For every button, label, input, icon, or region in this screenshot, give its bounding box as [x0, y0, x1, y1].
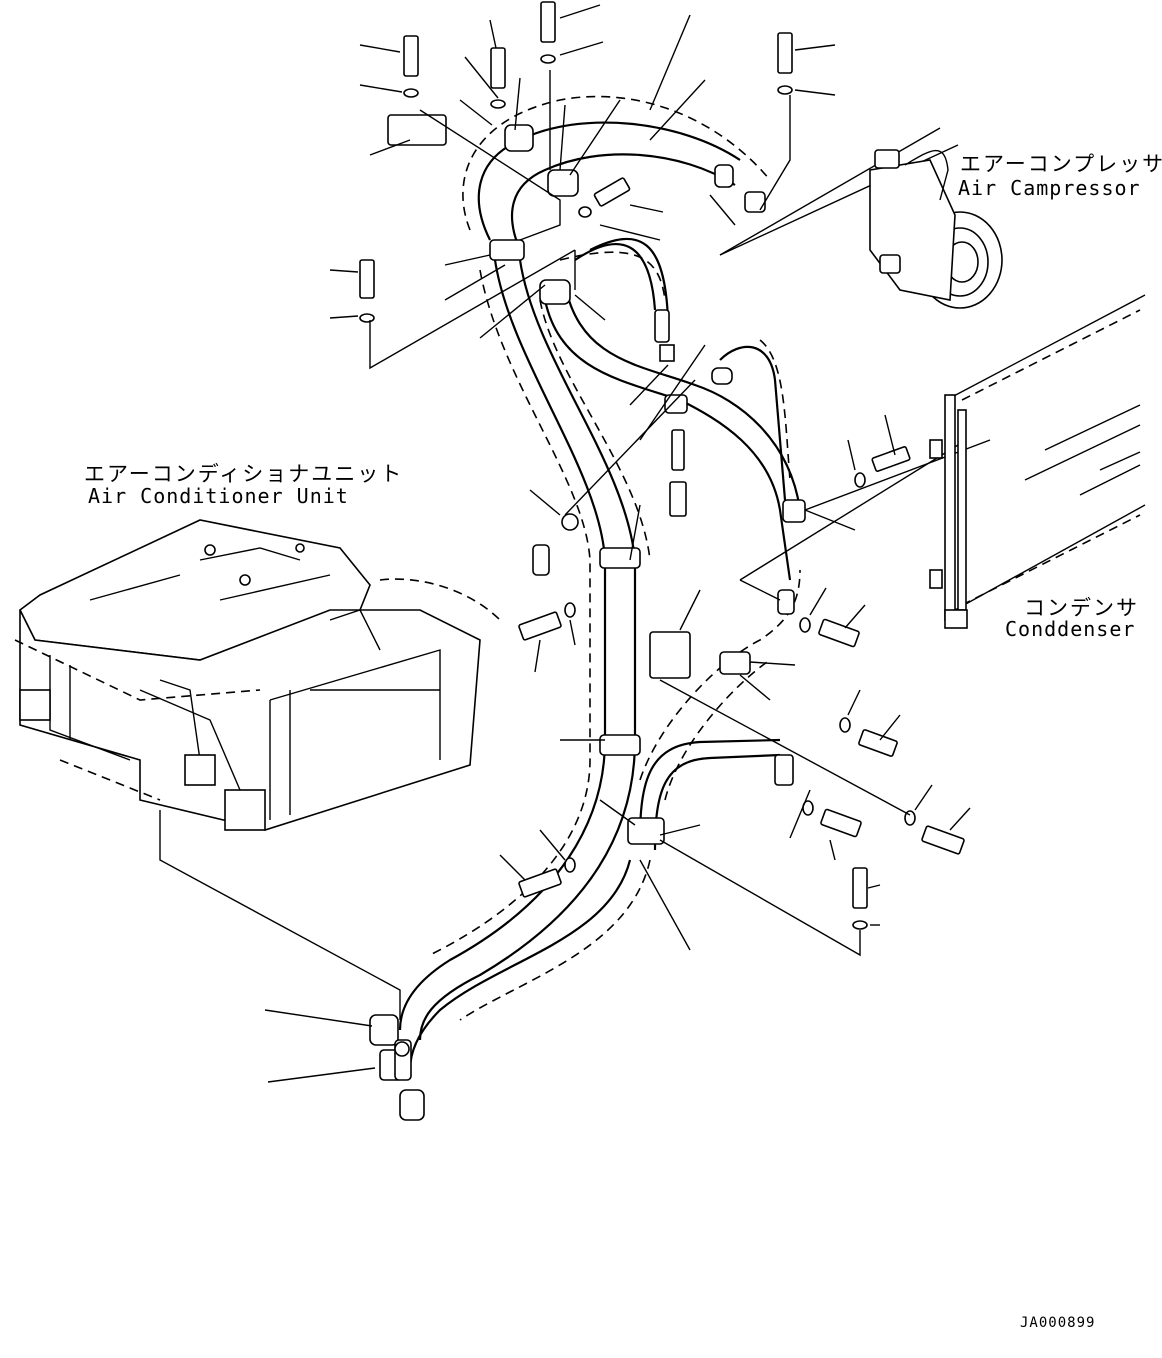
leader-lines [159, 4, 991, 1083]
ac-unit-label-en: Air Conditioner Unit [88, 484, 349, 508]
air-compressor-label-jp: エアーコンプレッサ [960, 152, 1162, 176]
drawing-code: JA000899 [1020, 1315, 1096, 1331]
condenser [929, 294, 1146, 629]
main-hose-assembly [398, 95, 802, 1071]
ac-unit-label-jp: エアーコンディショナユニット [84, 462, 404, 486]
air-compressor [869, 149, 1003, 309]
condenser-label-jp: コンデンサ [1024, 596, 1139, 620]
hose-fittings [369, 164, 795, 1121]
bolts-washers [359, 1, 965, 930]
air-compressor-label-en: Air Campressor [958, 176, 1141, 200]
condenser-label-en: Conddenser [1005, 617, 1136, 641]
air-conditioner-unit [14, 519, 501, 831]
